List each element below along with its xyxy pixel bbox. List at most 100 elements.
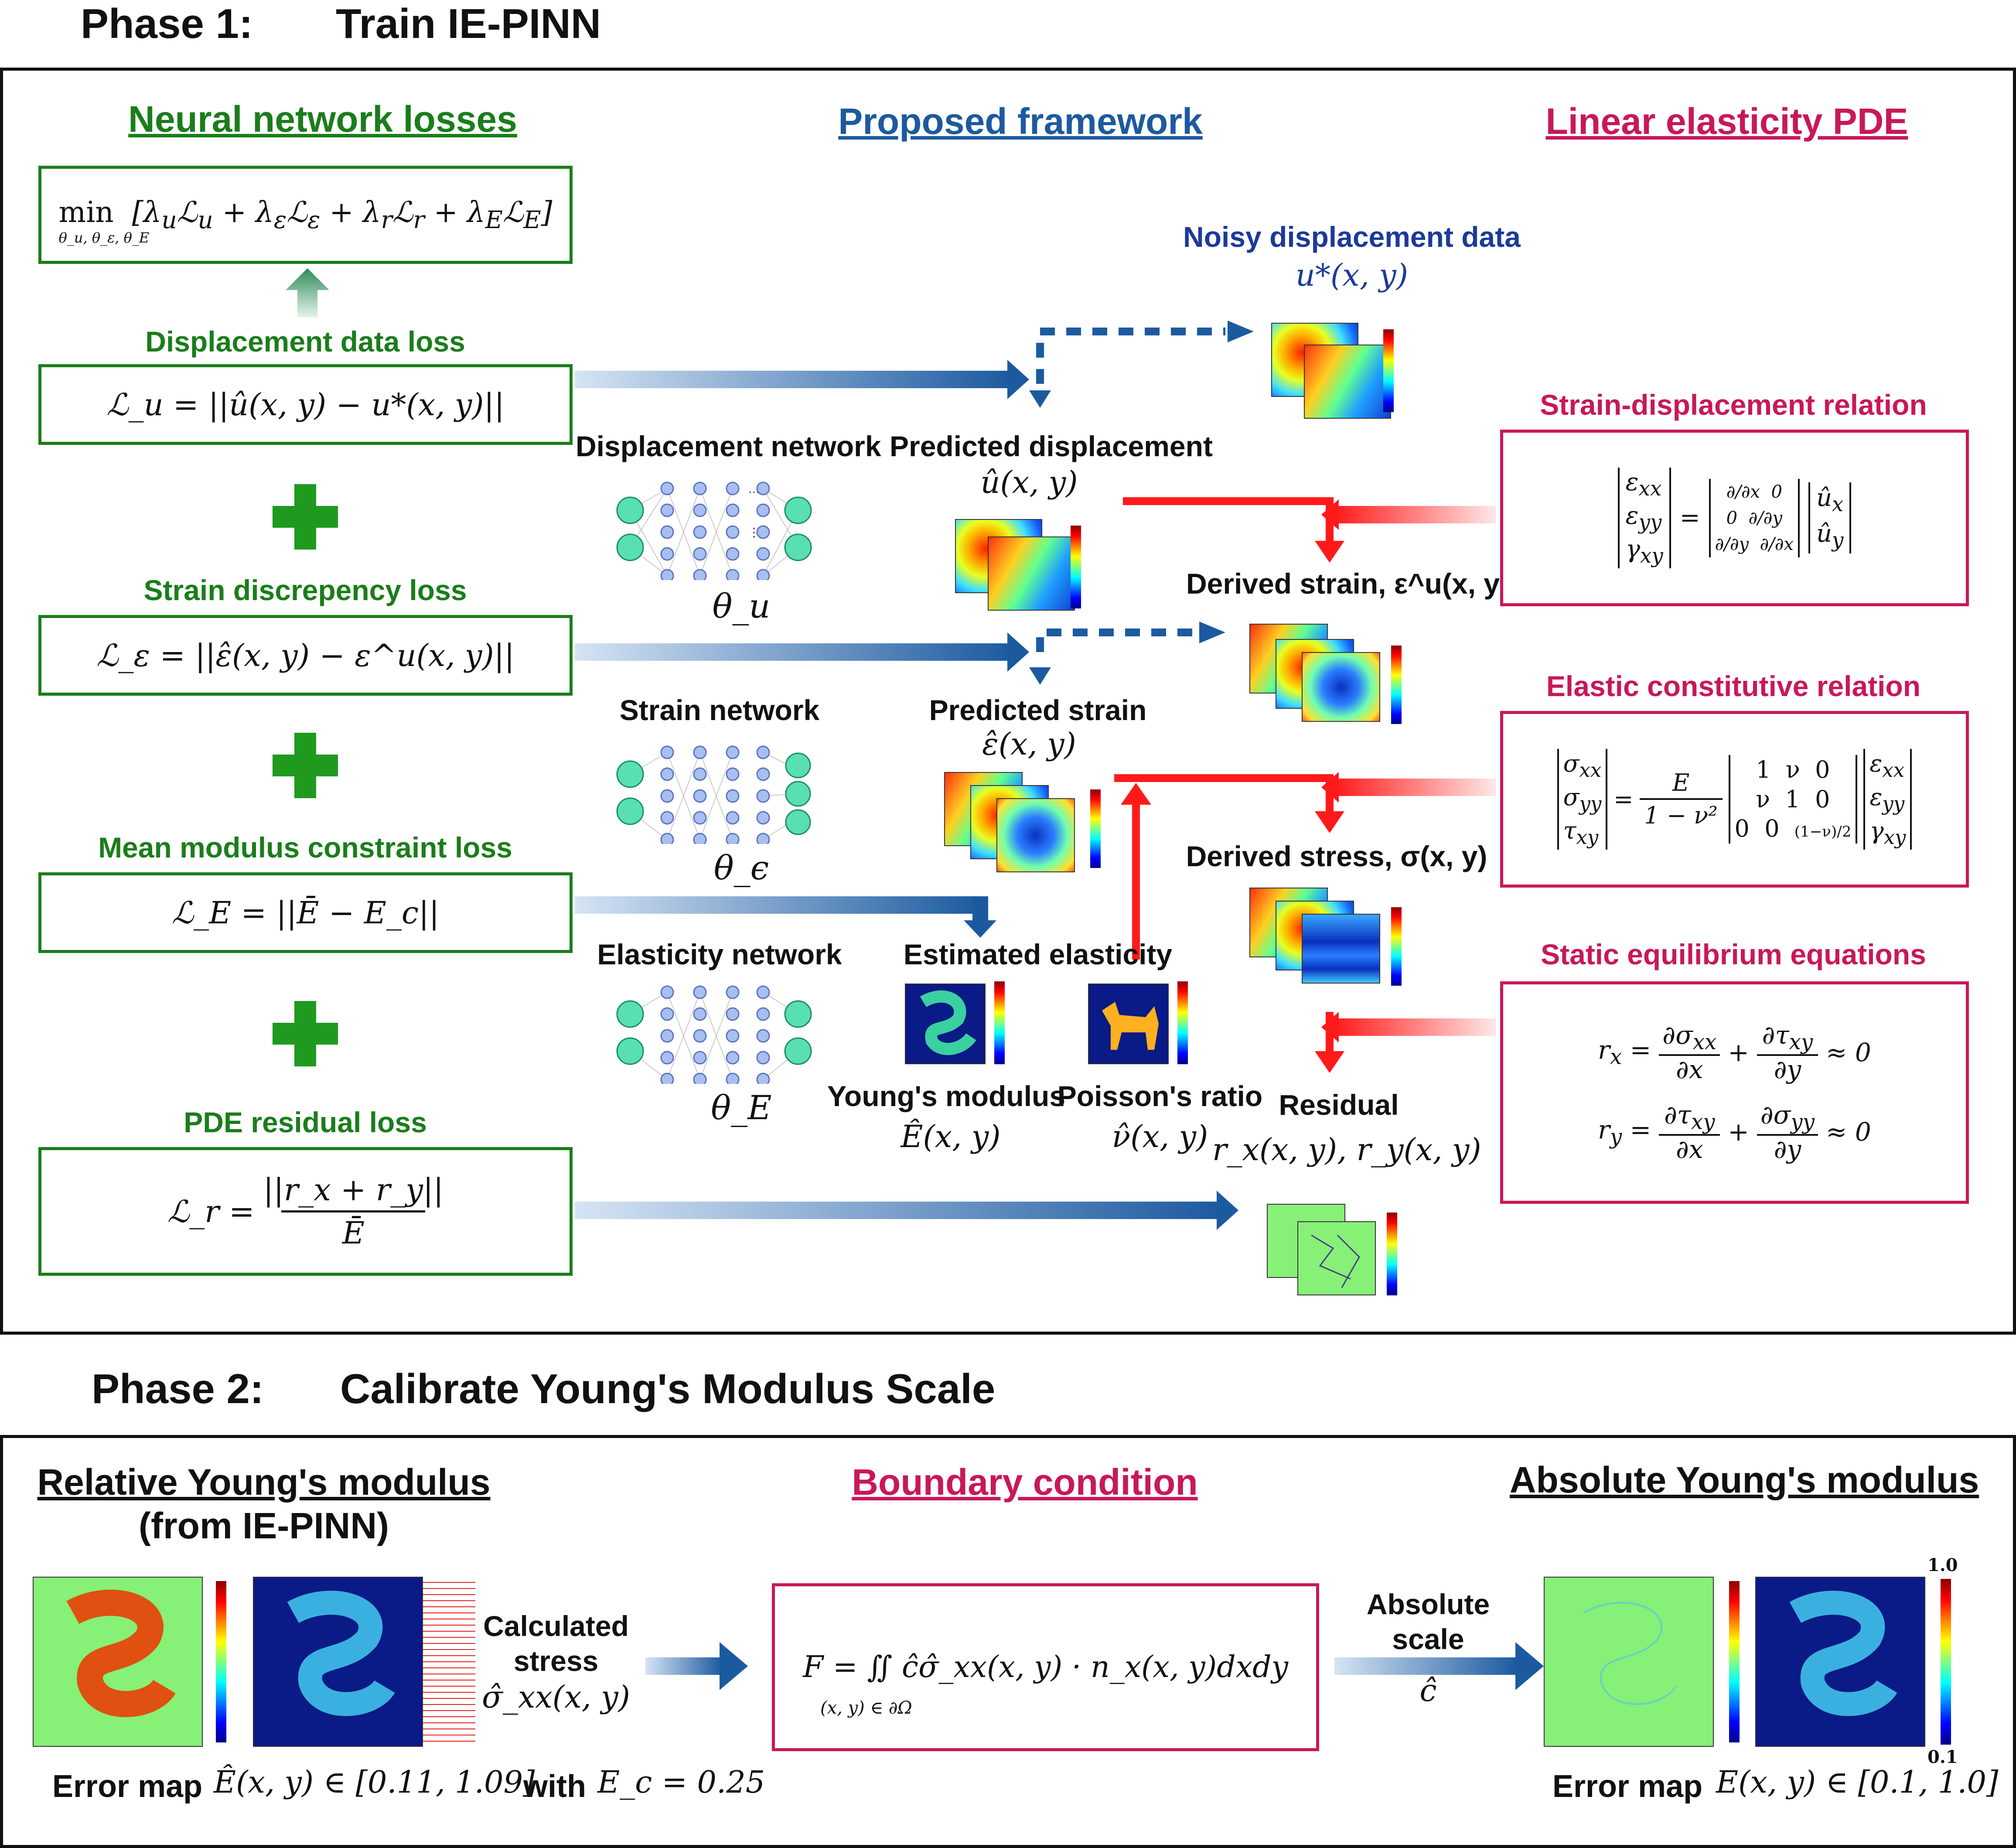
noisy-data-title: Noisy displacement data <box>1183 221 1521 253</box>
arrowhead <box>1199 622 1225 643</box>
colorbar-max: 1.0 <box>1927 1555 1958 1575</box>
arrowhead <box>1228 321 1254 342</box>
abs-scale-label-2: scale <box>1392 1623 1464 1655</box>
colorbar <box>1090 789 1101 868</box>
header-relative-modulus-sub: (from IE-PINN) <box>139 1505 389 1546</box>
objective-subscript: θ_u, θ_ε, θ_E <box>58 229 150 246</box>
loss-box-modulus: ℒ_E = ||Ē − E_c|| <box>38 872 573 953</box>
range-left-with: with <box>523 1769 586 1804</box>
absolute-modulus-map <box>1755 1577 1925 1747</box>
pred-strain-math: ε̂(x, y) <box>982 726 1076 762</box>
residual-math: r_x(x, y), r_y(x, y) <box>1212 1132 1481 1168</box>
derived-stress-map-xx <box>1302 914 1380 984</box>
noisy-data-math: u*(x, y) <box>1295 257 1409 293</box>
arrowhead <box>1029 390 1051 408</box>
phase1-frame <box>0 68 2016 1335</box>
colorbar <box>1391 646 1402 724</box>
range-right-math: E(x, y) ∈ [0.1, 1.0] <box>1716 1764 1999 1800</box>
phase1-label: Phase 1: <box>81 0 253 47</box>
abs-scale-label-1: Absolute <box>1366 1588 1490 1620</box>
svg-text:…: … <box>748 482 760 495</box>
red-arrow-equilibrium <box>1315 1012 1496 1073</box>
plus-icon <box>273 733 338 798</box>
strain-network-diagram <box>616 745 811 844</box>
equilibrium-equations: rx = ∂σxx∂x + ∂τxy∂y ≈ 0 ry = ∂τxy∂x + ∂… <box>1598 1020 1871 1164</box>
residual-map-x <box>1297 1221 1376 1295</box>
network-param-elasticity: θ_E <box>711 1088 772 1127</box>
derived-strain-title: Derived strain, ε^u(x, y) <box>1186 567 1510 600</box>
loss-title-displacement: Displacement data loss <box>145 325 465 358</box>
arrow-residual-loss <box>575 1191 1238 1230</box>
pred-disp-map-x <box>988 536 1075 611</box>
relative-modulus-map <box>253 1577 423 1747</box>
arrow-disp-loss <box>575 360 1029 399</box>
network-title-strain: Strain network <box>619 694 820 726</box>
red-arrow-constitutive <box>1114 772 1496 960</box>
phase2-title: Calibrate Young's Modulus Scale <box>340 1366 996 1412</box>
poisson-ratio-math: ν̂(x, y) <box>1112 1119 1208 1155</box>
range-left-math: Ê(x, y) ∈ [0.11, 1.09] <box>214 1764 535 1800</box>
loss-formula-residual-den: Ē <box>342 1215 365 1251</box>
est-elasticity-title: Estimated elasticity <box>903 938 1173 970</box>
plus-icon <box>273 484 338 550</box>
boundary-formula: F = ∬ ĉσ̂_xx(x, y) · n_x(x, y)dxdy <box>802 1650 1289 1684</box>
loss-box-residual: ℒ_r = ||r_x + r_y|| Ē <box>38 1147 573 1276</box>
arrow-strain-loss <box>575 632 1029 672</box>
svg-text:⋮: ⋮ <box>748 526 760 539</box>
colorbar <box>216 1581 226 1742</box>
loss-title-modulus: Mean modulus constraint loss <box>98 831 512 864</box>
colorbar <box>1391 907 1402 986</box>
calc-stress-label-2: stress <box>513 1645 599 1677</box>
boundary-condition-box: F = ∬ ĉσ̂_xx(x, y) · n_x(x, y)dxdy (x, y… <box>772 1583 1319 1751</box>
loss-title-residual: PDE residual loss <box>184 1106 427 1138</box>
header-relative-modulus: Relative Young's modulus <box>37 1462 491 1503</box>
poisson-ratio-map <box>1088 984 1169 1064</box>
abs-scale-math: ĉ <box>1419 1673 1437 1708</box>
loss-formula-modulus: ℒ_E = ||Ē − E_c|| <box>171 895 440 931</box>
loss-formula-strain: ℒ_ε = ||ε̂(x, y) − ε^u(x, y)|| <box>96 637 515 673</box>
loss-box-strain: ℒ_ε = ||ε̂(x, y) − ε^u(x, y)|| <box>38 615 573 696</box>
phase2-frame <box>0 1435 2016 1848</box>
colorbar <box>994 981 1005 1064</box>
colorbar <box>1387 1213 1397 1295</box>
pred-disp-math: û(x, y) <box>980 465 1078 500</box>
header-linear-elasticity: Linear elasticity PDE <box>1545 101 1908 142</box>
calc-stress-math: σ̂_xx(x, y) <box>482 1679 630 1715</box>
calc-stress-label-1: Calculated <box>483 1610 629 1642</box>
network-param-strain: θ_ϵ <box>713 848 769 887</box>
header-proposed-framework: Proposed framework <box>838 101 1203 142</box>
colorbar <box>1071 526 1081 608</box>
boundary-domain: (x, y) ∈ ∂Ω <box>820 1698 912 1718</box>
loss-box-displacement: ℒ_u = ||û(x, y) − u*(x, y)|| <box>38 364 573 445</box>
header-nn-losses: Neural network losses <box>128 99 517 140</box>
range-left-ec: E_c = 0.25 <box>597 1764 765 1800</box>
network-param-displacement: θ_u <box>712 587 771 625</box>
elasticity-network-diagram <box>616 985 812 1084</box>
dotted-arrow-noisy <box>1036 328 1225 384</box>
derived-stress-title: Derived stress, σ(x, y) <box>1186 840 1487 872</box>
colorbar-absolute <box>1941 1579 1951 1745</box>
phase2-label: Phase 2: <box>92 1366 264 1412</box>
residual-title: Residual <box>1279 1089 1399 1121</box>
derived-strain-map-xx <box>1302 652 1380 722</box>
objective-formula: [λuℒu + λεℒε + λrℒr + λEℒE] <box>123 195 553 234</box>
noisy-map-x <box>1304 345 1391 419</box>
objective-box: min [λuℒu + λεℒε + λrℒr + λEℒE] θ_u, θ_ε… <box>38 166 573 264</box>
displacement-network-diagram: … ⋮ <box>616 482 812 580</box>
poisson-ratio-title: Poisson's ratio <box>1057 1080 1263 1112</box>
loss-title-strain: Strain discrepency loss <box>143 574 467 606</box>
error-map-label-right: Error map <box>1552 1769 1703 1804</box>
pde-title-strain-displacement: Strain-displacement relation <box>1540 389 1927 421</box>
network-title-displacement: Displacement network <box>576 430 881 462</box>
pde-title-constitutive: Elastic constitutive relation <box>1546 670 1921 702</box>
error-map-relative <box>33 1577 203 1747</box>
colorbar <box>1177 981 1188 1064</box>
plus-icon <box>273 1001 338 1066</box>
dotted-arrow-strain <box>1036 629 1197 652</box>
pde-box-equilibrium: rx = ∂σxx∂x + ∂τxy∂y ≈ 0 ry = ∂τxy∂x + ∂… <box>1500 981 1969 1204</box>
youngs-modulus-math: Ê(x, y) <box>901 1119 1001 1155</box>
